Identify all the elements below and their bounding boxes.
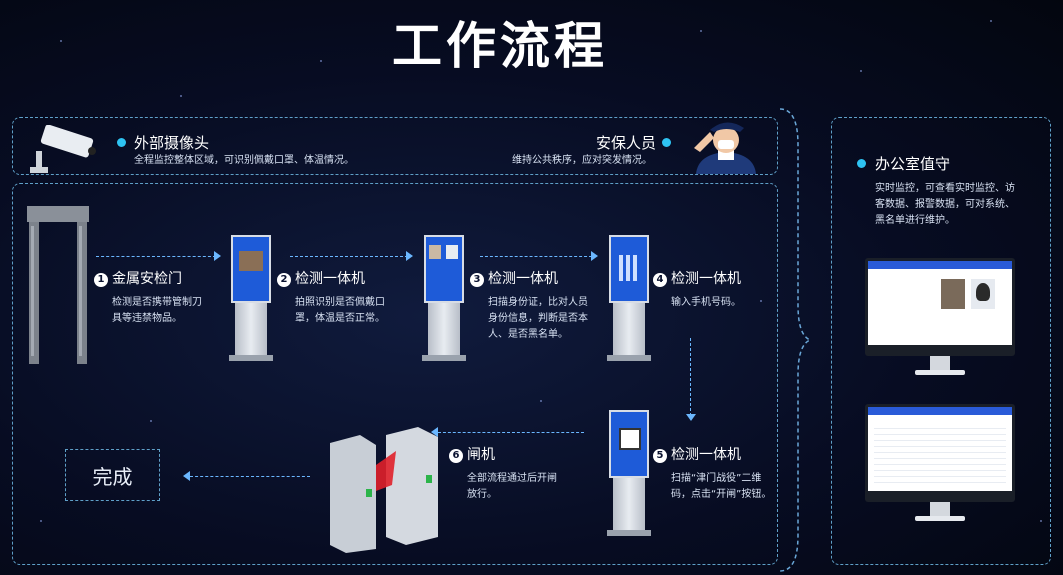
done-label: 完成 <box>92 464 133 489</box>
metal-detector-gate-icon <box>27 206 89 364</box>
step-4-desc-line: 输入手机号码。 <box>671 297 741 308</box>
brace-connector <box>779 108 812 572</box>
flow-arrow-1-2 <box>96 256 216 257</box>
flow-arrow-2-3 <box>290 256 408 257</box>
office-desc-line: 客数据、报警数据，可对系统、 <box>875 199 1015 210</box>
arrow-head-icon <box>183 471 190 481</box>
bullet-dot-icon <box>117 138 126 147</box>
step-1-desc-line: 检测是否携带管制刀 <box>112 297 202 308</box>
step-5-desc-line: 扫描“津门战役”二维 <box>671 473 762 484</box>
step-6-desc-line: 放行。 <box>467 489 497 500</box>
page-title: 工作流程 <box>392 17 608 75</box>
arrow-head-icon <box>431 427 438 437</box>
arrow-head-icon <box>686 414 696 421</box>
flow-arrow-6-done <box>190 476 310 477</box>
flow-arrow-3-4 <box>480 256 592 257</box>
bullet-dot-icon <box>662 138 671 147</box>
security-guard-icon <box>694 122 756 174</box>
step-3-desc-line: 身份信息，判断是否本 <box>488 313 588 324</box>
main-flow-box <box>12 183 778 565</box>
step-2-desc-line: 罩，体温是否正常。 <box>295 313 385 324</box>
office-desc-line: 实时监控，可查看实时监控、访 <box>875 183 1015 194</box>
arrow-head-icon <box>214 251 221 261</box>
step-6-desc-line: 全部流程通过后开闸 <box>467 473 557 484</box>
office-label: 办公室值守 <box>875 155 951 173</box>
office-desc-line: 黑名单进行维护。 <box>875 215 955 226</box>
flow-arrow-5-6 <box>438 432 584 433</box>
security-staff-desc: 维持公共秩序，应对突发情况。 <box>512 155 652 166</box>
step-2-desc-line: 拍照识别是否佩戴口 <box>295 297 385 308</box>
turnstile-gate-icon <box>330 427 438 553</box>
top-info-box <box>12 117 778 175</box>
done-box: 完成 <box>65 449 160 501</box>
arrow-head-icon <box>591 251 598 261</box>
external-camera-desc: 全程监控整体区域，可识别佩戴口罩、体温情况。 <box>134 155 354 166</box>
office-box <box>831 117 1051 565</box>
bullet-dot-icon <box>857 159 866 168</box>
step-5-desc-line: 码，点击“开闸”按钮。 <box>671 489 772 500</box>
step-1-desc-line: 具等违禁物品。 <box>112 313 182 324</box>
flow-arrow-4-5 <box>690 338 691 416</box>
arrow-head-icon <box>406 251 413 261</box>
security-staff-label: 安保人员 <box>596 134 657 152</box>
surveillance-camera-icon <box>30 125 96 173</box>
step-3-desc-line: 扫描身份证，比对人员 <box>488 297 588 308</box>
step-3-desc-line: 人、是否黑名单。 <box>488 329 568 340</box>
external-camera-label: 外部摄像头 <box>134 134 210 152</box>
